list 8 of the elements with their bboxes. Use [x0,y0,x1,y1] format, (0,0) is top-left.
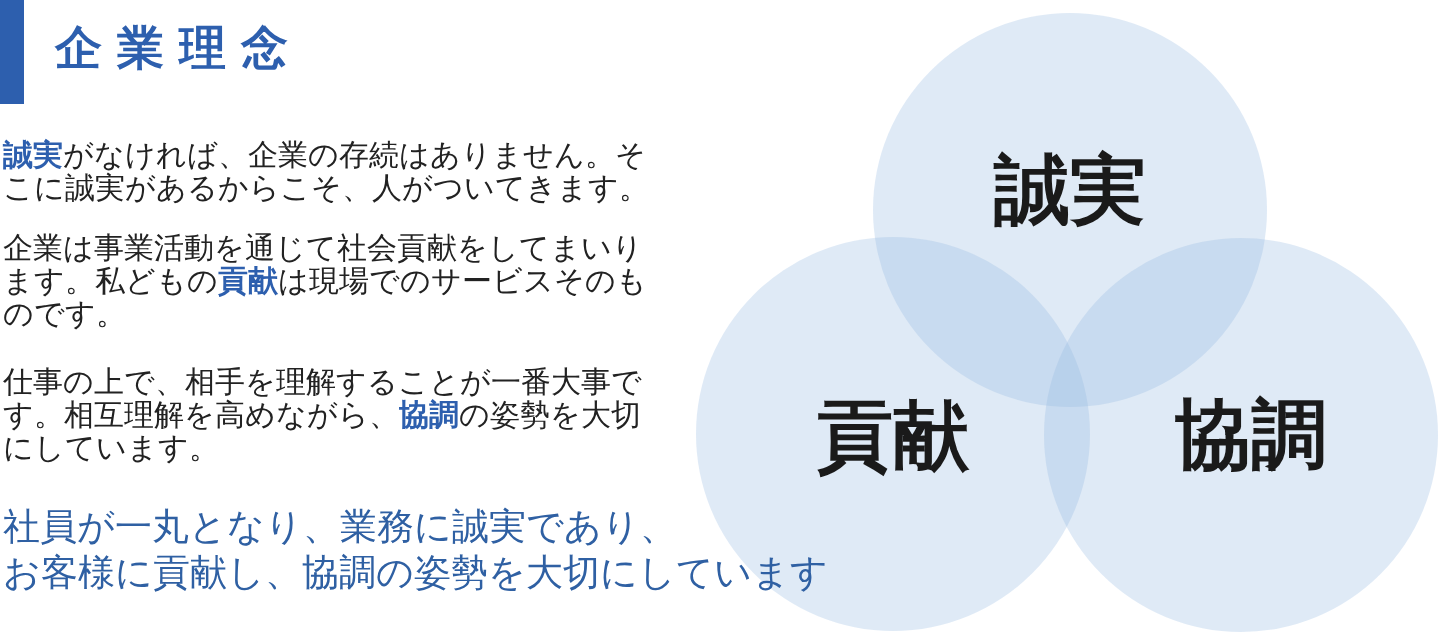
circle-label: 貢献 [817,394,969,478]
circle-label: 誠実 [994,148,1146,232]
body-paragraph: 企業は事業活動を通じて社会貢献をしてまいります。私どもの貢献は現場でのサービスそのものです。 [3,231,648,330]
circle-label: 協調 [1175,393,1327,477]
body-paragraph: 仕事の上で、相手を理解することが一番大事です。相互理解を高めながら、協調の姿勢を大切にしています。 [3,365,643,464]
page-title: 企業理念 [55,20,303,76]
body-paragraph: 誠実がなければ、企業の存続はありません。そこに誠実があるからこそ、人がついてきます。 [3,138,650,204]
tagline: 社員が一丸となり、業務に誠実であり、お客様に貢献し、協調の姿勢を大切にしています [3,504,829,596]
